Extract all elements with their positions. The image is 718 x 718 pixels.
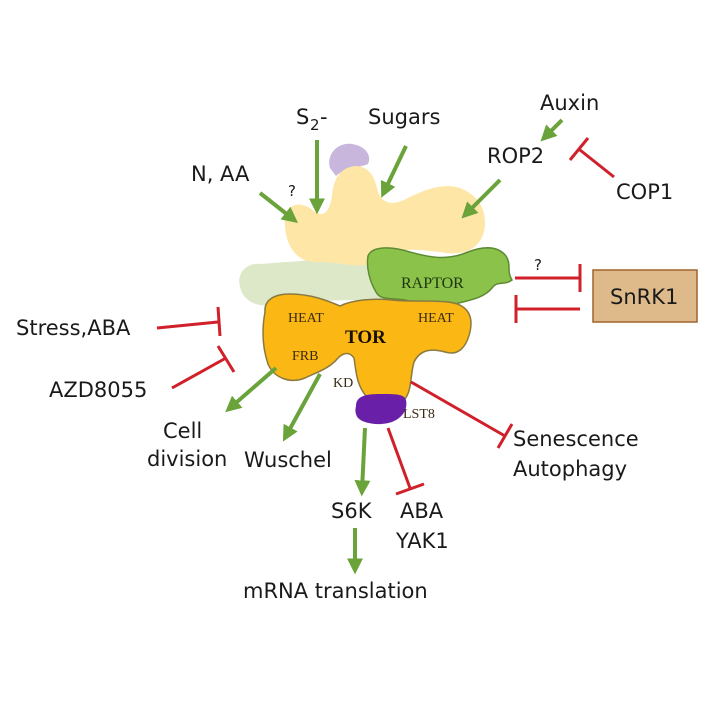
division-label: division xyxy=(147,447,227,471)
arrow-auxin-to-rop2 xyxy=(540,118,564,142)
n-aa-label: N, AA xyxy=(191,162,250,186)
lst8-label: LST8 xyxy=(403,407,435,422)
azd8055-label: AZD8055 xyxy=(49,378,147,402)
heat-left-label: HEAT xyxy=(288,311,324,326)
inhibit-raptor-snrk1 xyxy=(515,264,582,292)
snrk1-box: SnRK1 xyxy=(592,269,698,323)
s6k-label: S6K xyxy=(331,499,373,523)
raptor-label: RAPTOR xyxy=(401,275,464,292)
rop2-label: ROP2 xyxy=(487,144,544,168)
tor-label: TOR xyxy=(345,327,386,348)
snrk1-label: SnRK1 xyxy=(610,285,678,309)
svg-text:S: S xyxy=(296,105,309,129)
lst8-subunit xyxy=(355,394,407,425)
cell-label: Cell xyxy=(163,419,202,443)
auxin-label: Auxin xyxy=(540,91,599,115)
cream-subunit xyxy=(284,166,485,266)
stress-aba-label: Stress,ABA xyxy=(16,316,131,340)
arrow-tor-to-cell-division xyxy=(225,366,278,413)
kd-label: KD xyxy=(333,376,353,391)
autophagy-label: Autophagy xyxy=(513,457,627,481)
inhibit-stress-aba-tor xyxy=(156,306,222,337)
arrow-n-aa-to-complex xyxy=(258,191,299,223)
inhibit-tor-senescence xyxy=(410,380,514,449)
frb-label: FRB xyxy=(292,349,318,364)
lavender-cap xyxy=(329,143,370,176)
inhibit-snrk1-raptor xyxy=(514,295,580,323)
question-mark-snrk1: ? xyxy=(534,256,542,274)
aba-label: ABA xyxy=(400,499,444,523)
svg-text:-: - xyxy=(320,105,328,129)
pale-green-subunit xyxy=(239,256,382,306)
cop1-label: COP1 xyxy=(616,180,673,204)
sugars-label: Sugars xyxy=(368,105,440,129)
inhibit-azd8055-tor xyxy=(171,345,236,390)
yak1-label: YAK1 xyxy=(395,529,449,553)
inhibit-lst8-aba-yak1 xyxy=(386,427,425,496)
question-mark-n: ? xyxy=(288,182,296,200)
arrow-lst8-to-s6k xyxy=(354,427,371,497)
mrna-translation-label: mRNA translation xyxy=(243,579,428,603)
arrow-rop2-to-complex xyxy=(461,178,502,219)
sulfide-label: S 2 - xyxy=(296,105,328,134)
svg-text:2: 2 xyxy=(310,116,320,134)
arrow-sugars-to-complex xyxy=(380,145,408,198)
arrow-tor-to-wuschel xyxy=(282,373,322,442)
inhibit-cop1-rop2 xyxy=(568,137,615,179)
tor-subunit xyxy=(262,293,472,406)
senescence-label: Senescence xyxy=(513,427,639,451)
raptor-subunit xyxy=(366,247,513,306)
wuschel-label: Wuschel xyxy=(244,448,332,472)
heat-right-label: HEAT xyxy=(418,311,454,326)
